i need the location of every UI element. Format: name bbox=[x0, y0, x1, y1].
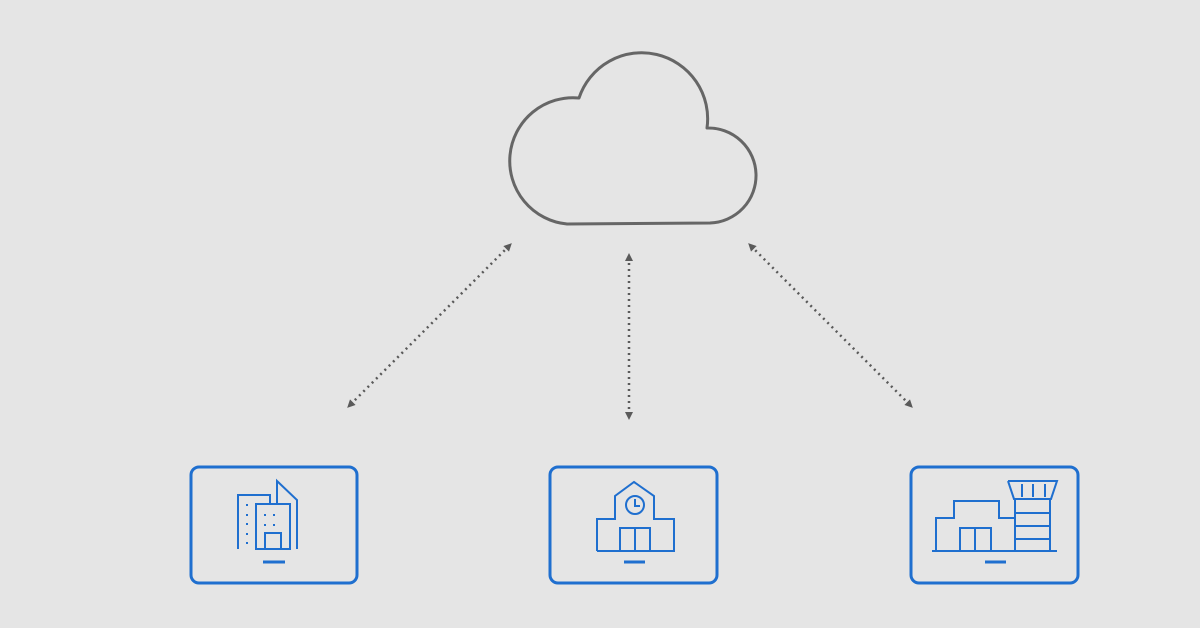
office-buildings-icon bbox=[237, 478, 298, 550]
monitor-frame bbox=[189, 465, 359, 585]
school-node[interactable] bbox=[548, 465, 719, 585]
monitor-frame bbox=[909, 465, 1080, 585]
arrow-cloud-airport bbox=[748, 243, 913, 408]
office-node[interactable] bbox=[189, 465, 359, 585]
airport-tower-icon bbox=[932, 480, 1059, 552]
school-clock-icon bbox=[596, 480, 675, 552]
cloud-icon bbox=[508, 51, 758, 226]
monitor-frame bbox=[548, 465, 719, 585]
arrow-cloud-office bbox=[347, 243, 512, 408]
airport-node[interactable] bbox=[909, 465, 1080, 585]
